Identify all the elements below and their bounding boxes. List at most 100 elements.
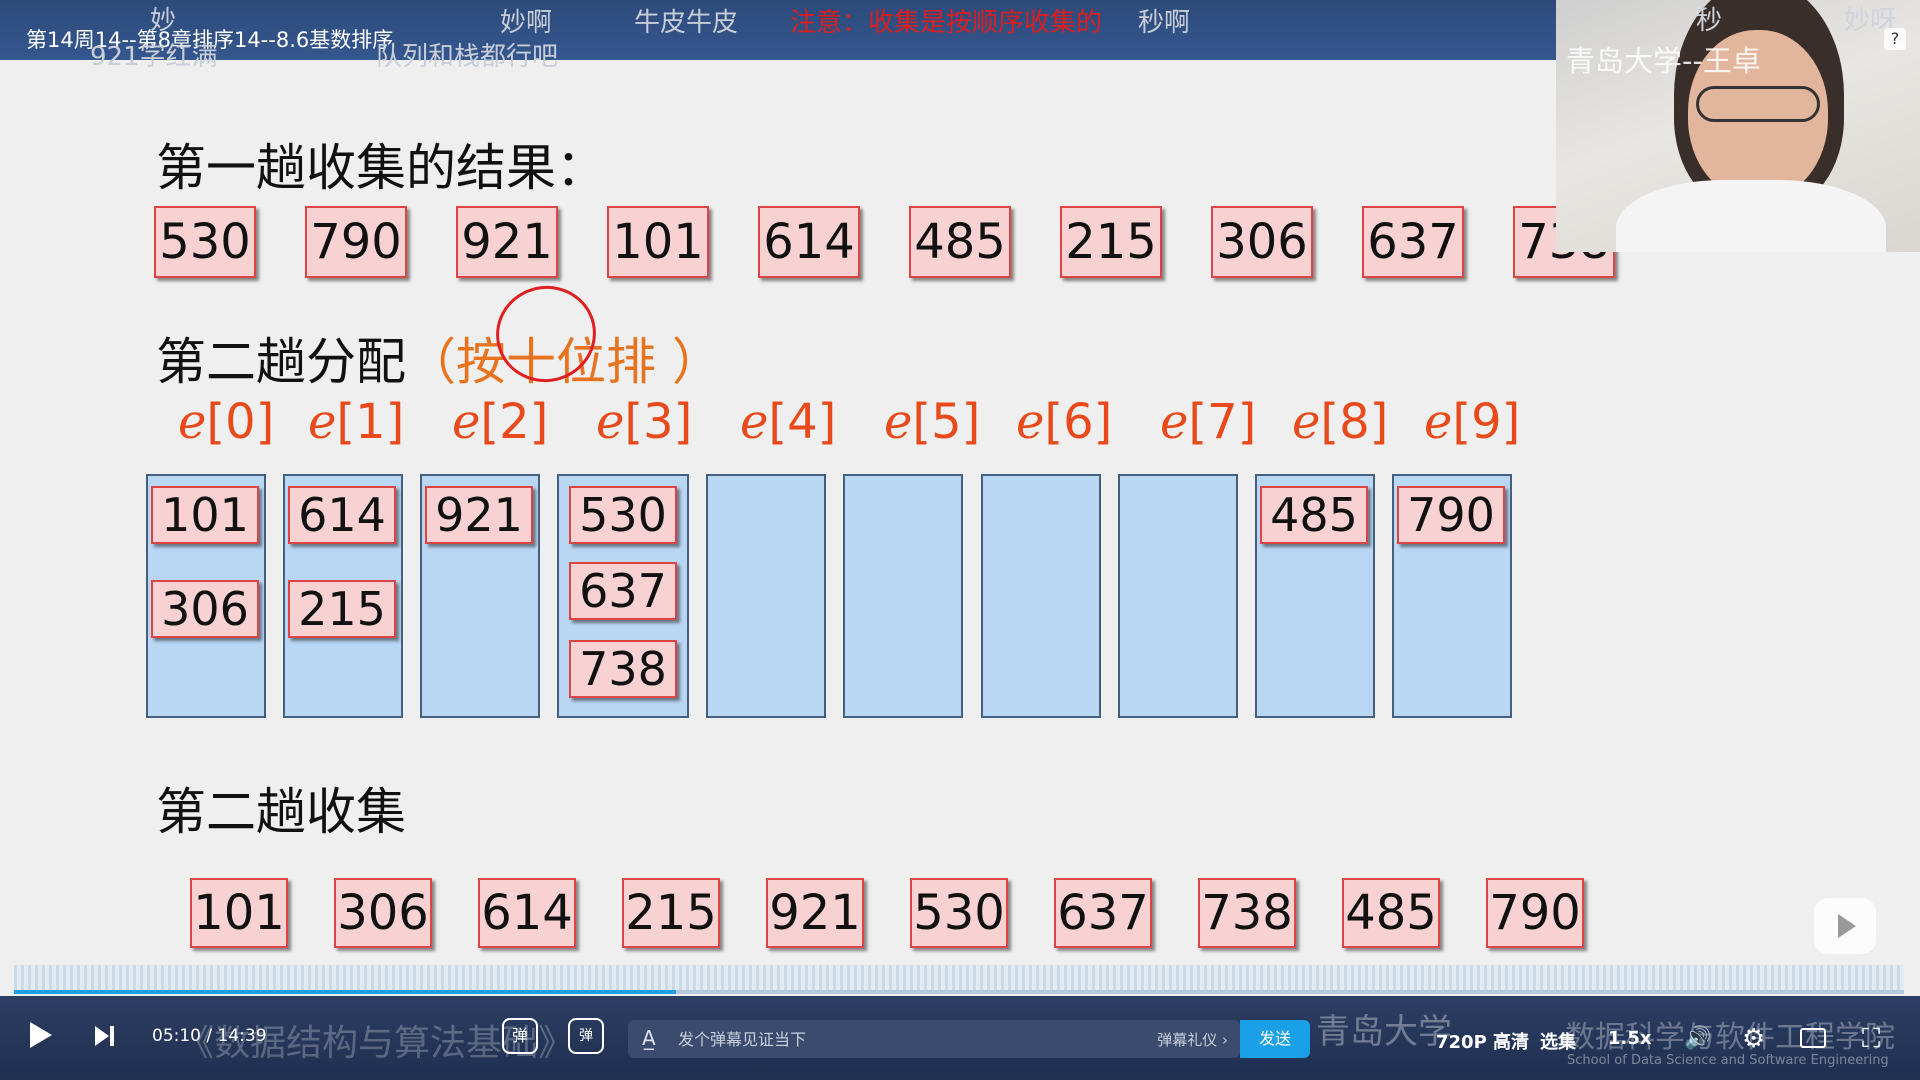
number-box: 215 — [622, 878, 720, 948]
university-logo: 青岛大学 — [1316, 1012, 1452, 1052]
progress-bar[interactable] — [14, 990, 1904, 994]
number-box: 215 — [1060, 206, 1162, 278]
number-box: 637 — [1054, 878, 1152, 948]
number-box: 738 — [569, 640, 677, 698]
bucket-label-index: [1] — [336, 394, 405, 450]
bucket-label-var: e — [1424, 394, 1453, 450]
danmaku-toggle-icon[interactable]: 弹 — [502, 1018, 538, 1054]
watermark: 青岛大学--王卓 — [1566, 44, 1761, 78]
number-box: 790 — [1397, 486, 1505, 544]
bucket-label-index: [5] — [912, 394, 981, 450]
bucket-label-index: [7] — [1188, 394, 1257, 450]
bucket-label-var: e — [1292, 394, 1321, 450]
danmaku-etiquette-link[interactable]: 弹幕礼仪 › — [1157, 1031, 1228, 1049]
bucket-label: e[2] — [452, 394, 548, 450]
danmaku-item: 秒啊 — [1138, 8, 1191, 38]
number-box: 921 — [766, 878, 864, 948]
number-box: 637 — [569, 562, 677, 620]
bucket: 614 215 — [283, 474, 403, 718]
danmaku-item: 妙啊 — [500, 8, 553, 38]
number-box: 485 — [1342, 878, 1440, 948]
bucket-label-index: [8] — [1320, 394, 1389, 450]
school-name-en: School of Data Science and Software Engi… — [1567, 1053, 1889, 1068]
bucket-label-var: e — [1016, 394, 1045, 450]
bucket-label: e[4] — [740, 394, 836, 450]
danmaku-settings-icon[interactable]: 弹 — [568, 1018, 604, 1054]
webcam-glasses — [1696, 86, 1820, 122]
number-box: 485 — [909, 206, 1011, 278]
speed-button[interactable]: 1.5x — [1608, 1028, 1652, 1049]
danmaku-input-box: A̲ 弹幕礼仪 › — [628, 1020, 1240, 1058]
number-box: 790 — [305, 206, 407, 278]
bucket-label: e[6] — [1016, 394, 1112, 450]
school-name: 数据科学与软件工程学院 — [1565, 1020, 1895, 1055]
heading-first-collect: 第一趟收集的结果： — [156, 139, 606, 197]
progress-spectrum — [14, 965, 1904, 991]
number-box: 306 — [151, 580, 259, 638]
number-box: 485 — [1260, 486, 1368, 544]
bucket: 485 — [1255, 474, 1375, 718]
number-box: 306 — [334, 878, 432, 948]
fullscreen-icon[interactable]: ⛶ — [1862, 1024, 1881, 1054]
volume-icon[interactable]: 🔊 — [1684, 1026, 1712, 1051]
danmaku-item: 秒 — [1696, 6, 1723, 36]
bucket-label-var: e — [740, 394, 769, 450]
bucket-label: e[0] — [178, 394, 274, 450]
bucket — [706, 474, 826, 718]
control-bar: 《数据结构与算法基础》 05:10 / 14:39 弹 弹 A̲ 弹幕礼仪 › … — [0, 996, 1920, 1080]
number-box: 738 — [1198, 878, 1296, 948]
bucket-label-index: [4] — [768, 394, 837, 450]
bucket-label-var: e — [452, 394, 481, 450]
danmaku-input[interactable] — [678, 1020, 1098, 1058]
course-caption: 《数据结构与算法基础》 — [178, 1023, 575, 1064]
number-box: 530 — [154, 206, 256, 278]
number-box: 101 — [151, 486, 259, 544]
bucket-labels: e[0]e[1]e[2]e[3]e[4]e[5]e[6]e[7]e[8]e[9] — [0, 394, 1600, 454]
next-icon[interactable] — [95, 1026, 115, 1046]
danmaku-item: 妙 — [150, 6, 177, 36]
bucket: 921 — [420, 474, 540, 718]
heading-second-collect: 第二趟收集 — [156, 783, 406, 841]
progress-fill — [14, 990, 676, 994]
first-collect-row: 530790921101614485215306637738 — [154, 206, 1615, 278]
number-box: 530 — [910, 878, 1008, 948]
bucket — [843, 474, 963, 718]
play-icon[interactable] — [30, 1022, 52, 1048]
help-icon[interactable]: ? — [1884, 28, 1906, 50]
quality-button[interactable]: 720P 高清 — [1436, 1032, 1530, 1053]
bucket-label: e[8] — [1292, 394, 1388, 450]
danmaku-item: 队列和栈都行吧 — [376, 42, 559, 72]
settings-gear-icon[interactable]: ⚙ — [1742, 1024, 1766, 1054]
episodes-button[interactable]: 选集 — [1540, 1032, 1576, 1053]
number-box: 101 — [607, 206, 709, 278]
bucket-label-var: e — [308, 394, 337, 450]
bucket-label: e[9] — [1424, 394, 1520, 450]
bucket — [981, 474, 1101, 718]
bucket-label-index: [3] — [624, 394, 693, 450]
bucket-label-var: e — [1160, 394, 1189, 450]
number-box: 614 — [288, 486, 396, 544]
number-box: 530 — [569, 486, 677, 544]
bucket: 101 306 — [146, 474, 266, 718]
bucket-label: e[3] — [596, 394, 692, 450]
send-button[interactable]: 发送 — [1240, 1020, 1310, 1058]
floating-play-icon[interactable] — [1814, 898, 1876, 954]
picture-in-picture-icon[interactable] — [1800, 1028, 1826, 1048]
bucket-label-var: e — [178, 394, 207, 450]
bucket: 790 — [1392, 474, 1512, 718]
number-box: 215 — [288, 580, 396, 638]
video-title: 第14周14--第8章排序14--8.6基数排序 — [26, 28, 394, 52]
danmaku-item: 921字红满 — [90, 42, 218, 72]
number-box: 790 — [1486, 878, 1584, 948]
bucket: 530 637 738 — [557, 474, 689, 718]
number-box: 921 — [456, 206, 558, 278]
bucket-label-index: [2] — [480, 394, 549, 450]
number-box: 921 — [425, 486, 533, 544]
number-box: 306 — [1211, 206, 1313, 278]
bucket-label-index: [9] — [1452, 394, 1521, 450]
text-style-icon[interactable]: A̲ — [642, 1026, 656, 1050]
time-display: 05:10 / 14:39 — [152, 1026, 267, 1046]
heading-second-distribute-main: 第二趟分配 — [156, 333, 406, 391]
number-box: 614 — [478, 878, 576, 948]
bucket — [1118, 474, 1238, 718]
